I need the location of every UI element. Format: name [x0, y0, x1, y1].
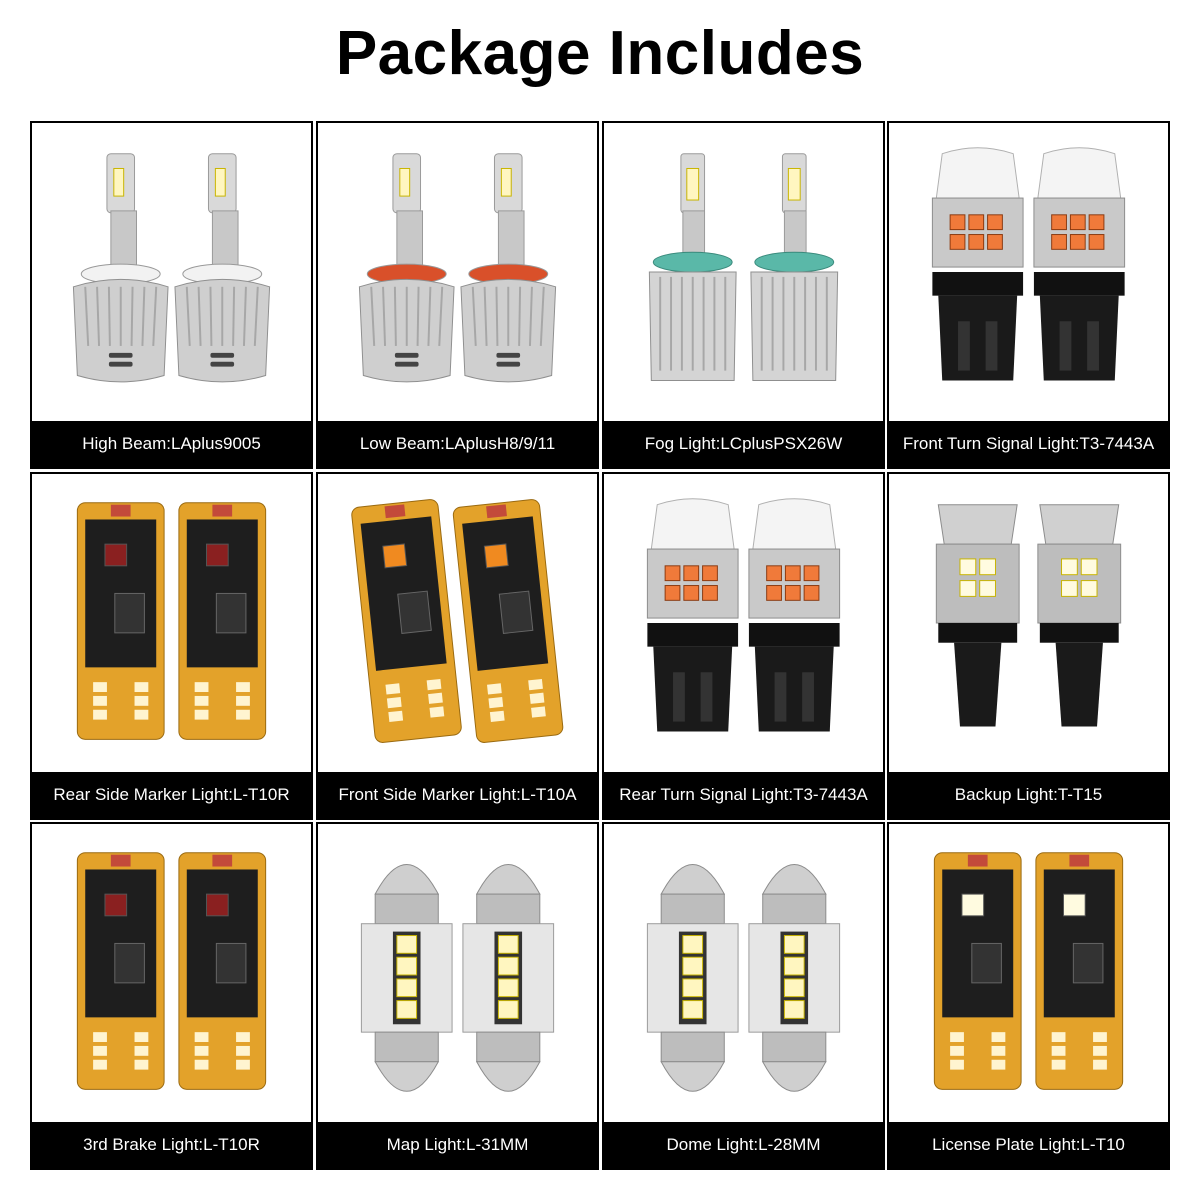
product-card: Map Light:L-31MM — [316, 822, 599, 1170]
t20-bulb-amber-icon — [646, 498, 841, 732]
product-card: Rear Side Marker Light:L-T10R — [30, 472, 313, 820]
product-card: Dome Light:L-28MM — [602, 822, 885, 1170]
product-card: Fog Light:LCplusPSX26W — [602, 121, 885, 469]
h-bulb-icon — [72, 153, 271, 383]
product-label: Rear Side Marker Light:L-T10R — [32, 772, 311, 818]
t10-board-white-icon — [933, 852, 1124, 1090]
product-card: License Plate Light:L-T10 — [887, 822, 1170, 1170]
t15-bulb-white-icon — [935, 504, 1122, 727]
product-label: Front Side Marker Light:L-T10A — [318, 772, 597, 818]
product-label: Backup Light:T-T15 — [889, 772, 1168, 818]
product-card: High Beam:LAplus9005 — [30, 121, 313, 469]
product-card: 3rd Brake Light:L-T10R — [30, 822, 313, 1170]
product-label: Rear Turn Signal Light:T3-7443A — [604, 772, 883, 818]
t10-board-amber-icon — [351, 499, 564, 743]
product-label: Map Light:L-31MM — [318, 1122, 597, 1168]
h-bulb-orange-ring-icon — [358, 153, 557, 383]
product-label: 3rd Brake Light:L-T10R — [32, 1122, 311, 1168]
product-label: High Beam:LAplus9005 — [32, 421, 311, 467]
festoon-31mm-icon — [360, 864, 555, 1092]
product-label: Low Beam:LAplusH8/9/11 — [318, 421, 597, 467]
product-label: License Plate Light:L-T10 — [889, 1122, 1168, 1168]
t20-bulb-amber-icon — [931, 147, 1126, 381]
product-label: Dome Light:L-28MM — [604, 1122, 883, 1168]
product-card: Front Turn Signal Light:T3-7443A — [887, 121, 1170, 469]
product-card: Low Beam:LAplusH8/9/11 — [316, 121, 599, 469]
product-card: Rear Turn Signal Light:T3-7443A — [602, 472, 885, 820]
t10-board-red-icon — [76, 502, 267, 740]
product-label: Front Turn Signal Light:T3-7443A — [889, 421, 1168, 467]
page-title: Package Includes — [335, 19, 865, 88]
t10-board-red-icon — [76, 852, 267, 1090]
fog-bulb-icon — [648, 153, 839, 381]
product-label: Fog Light:LCplusPSX26W — [604, 421, 883, 467]
festoon-28mm-icon — [646, 864, 841, 1092]
product-card: Front Side Marker Light:L-T10A — [316, 472, 599, 820]
product-card: Backup Light:T-T15 — [887, 472, 1170, 820]
